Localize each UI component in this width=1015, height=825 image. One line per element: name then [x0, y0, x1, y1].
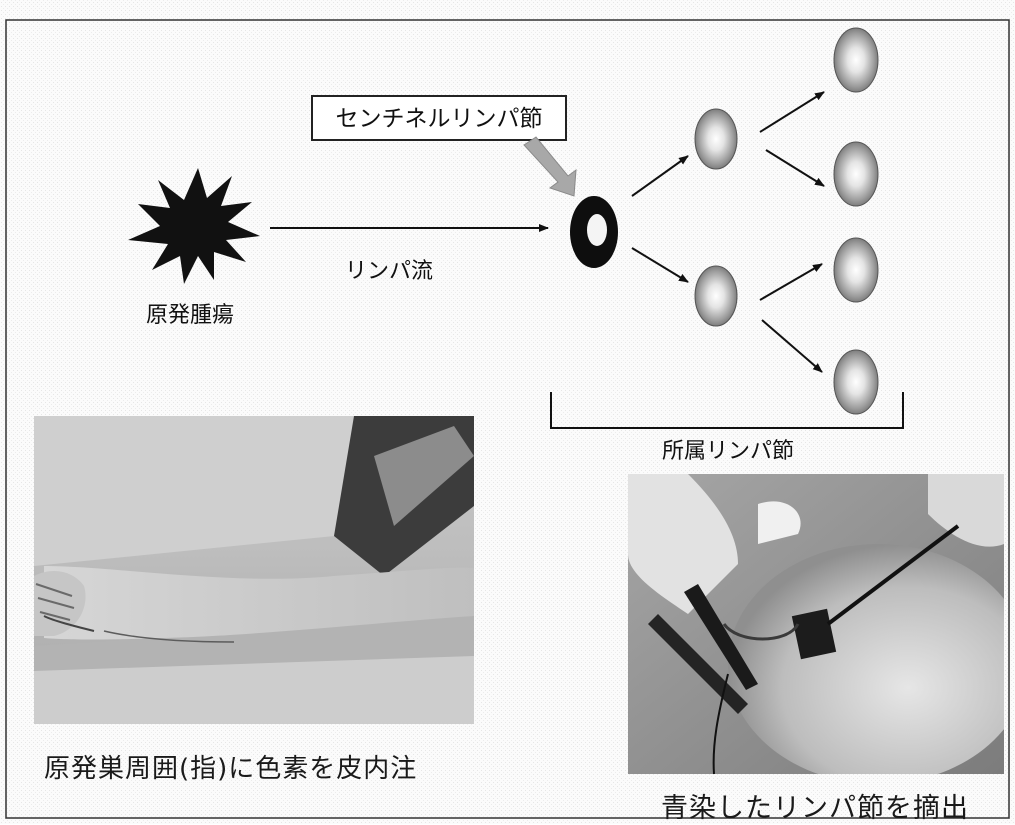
excision-caption: 青染したリンパ節を摘出 [661, 786, 969, 825]
flow-label: リンパ流 [345, 259, 433, 284]
excision-photo [628, 474, 1004, 774]
lymph-node [834, 28, 878, 92]
lymph-node [834, 142, 878, 206]
injection-caption: 原発巣周囲(指)に色素を皮内注 [44, 748, 417, 785]
sentinel-node [570, 196, 618, 268]
lymph-node [834, 350, 878, 414]
regional-label: 所属リンパ節 [662, 439, 794, 464]
lymph-node [695, 109, 737, 169]
injection-photo [34, 416, 474, 724]
sentinel-label: センチネルリンパ節 [336, 106, 543, 132]
lymph-node [695, 266, 737, 326]
lymph-node [834, 238, 878, 302]
tumor-label: 原発腫瘍 [146, 303, 234, 328]
